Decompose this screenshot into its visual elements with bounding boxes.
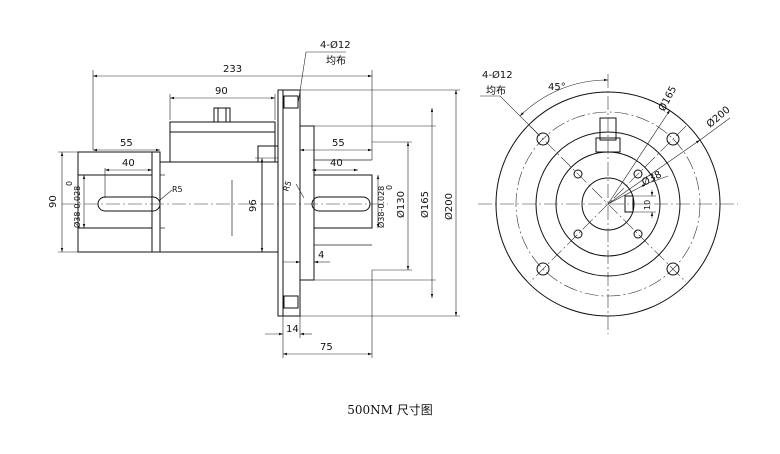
dim-90-height: 90	[48, 195, 59, 208]
side-holes-even: 均布	[326, 55, 346, 67]
side-holes-label: 4-Ø12	[320, 39, 351, 51]
front-holes-label: 4-Ø12	[482, 69, 513, 81]
flange	[277, 89, 315, 317]
dim-96: 96	[248, 199, 259, 212]
main-body	[159, 161, 279, 253]
dim-r5-right: R5	[281, 180, 293, 193]
dim-dia38-left-upper: 0	[65, 181, 74, 186]
front-dia165: Ø165	[656, 84, 679, 113]
right-shaft	[311, 159, 373, 246]
dim-r5-left: R5	[172, 185, 183, 194]
drawing-caption: 500NM 尺寸图	[347, 403, 433, 417]
motor-housing	[169, 107, 279, 163]
dim-233: 233	[223, 64, 242, 75]
dim-dia165: Ø165	[419, 191, 431, 218]
front-key-10: 10	[643, 200, 652, 210]
dim-dia200: Ø200	[443, 193, 455, 220]
dim-dia130: Ø130	[395, 191, 407, 218]
front-dia38: Ø38	[640, 168, 664, 188]
dim-55-left: 55	[120, 138, 133, 149]
dim-55-right: 55	[332, 138, 345, 149]
side-view: 233 90 55 40 90 Ø38-0.028 0 R5 96 55 40	[48, 39, 460, 358]
dim-75: 75	[320, 342, 333, 353]
dim-14: 14	[286, 324, 299, 335]
front-angle: 45°	[548, 82, 566, 93]
dim-40-right: 40	[330, 158, 343, 169]
dim-dia38-left: Ø38-0.028	[72, 186, 82, 228]
dim-4: 4	[318, 250, 324, 261]
dim-90-top: 90	[215, 86, 228, 97]
dim-40-left: 40	[122, 158, 135, 169]
front-holes-even: 均布	[486, 85, 506, 97]
dim-dia38-right-upper: 0	[385, 185, 394, 190]
dim-dia38-right: Ø38-0.028	[376, 186, 386, 228]
front-view: 45° 4-Ø12 均布 Ø165 Ø200 Ø38 10	[478, 69, 738, 334]
